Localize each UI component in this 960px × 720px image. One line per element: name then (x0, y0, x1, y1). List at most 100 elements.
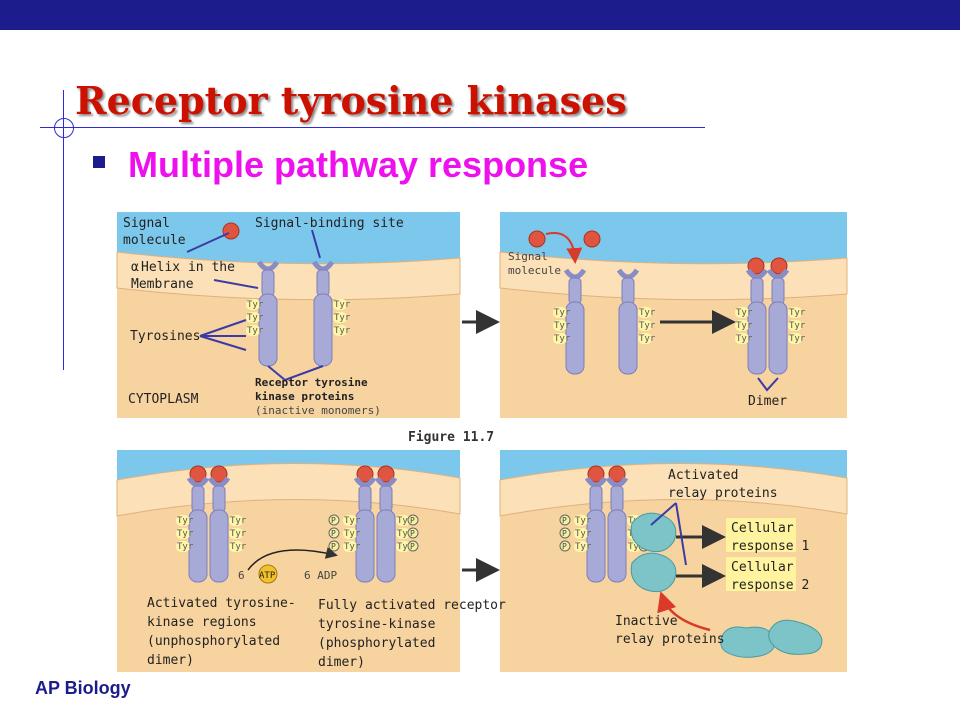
p2-receptor-left-tyr-bg (553, 320, 567, 331)
p3-fully-activated-label-1: Fully activated receptor (318, 598, 506, 613)
p3-atp-label: ATP (259, 571, 276, 581)
p1-helix-pointer (213, 279, 259, 289)
p3-right-tyr-label: Tyr (230, 516, 247, 526)
p2-receptor-right-tyr-label: Tyr (639, 308, 656, 318)
p3-right-tyr-bg (229, 541, 243, 552)
p3b-right-tyr-label: Tyr (397, 529, 414, 539)
p1-receptor-left-tyr-label: Tyr (247, 300, 264, 310)
p1-receptor-label-3: (inactive monomers) (255, 404, 381, 417)
p3-fully-activated-label-3: (phosphorylated (318, 636, 435, 651)
p4-activated-pointers (650, 502, 687, 566)
p3-activated-regions-label-3: (unphosphorylated (147, 634, 280, 649)
p3b-right-phosphate-label: P (410, 529, 415, 538)
p2-dimer-left-tyr-bg (735, 333, 749, 344)
slide-title: Receptor tyrosine kinases (75, 78, 627, 123)
p3b-right-binding-site (374, 476, 398, 488)
p2-signal-molecule-label-2: molecule (508, 264, 561, 277)
top-bar (0, 0, 960, 30)
p2-dimer-right-tyr-bg (788, 320, 802, 331)
atp-circle (258, 564, 278, 584)
p1-receptor-left-helix (261, 269, 275, 297)
p4-response1-label-2: response 1 (731, 539, 809, 554)
p3-left-tyr-bg (176, 515, 190, 526)
p1-signal-binding-site-label: Signal-binding site (255, 216, 404, 231)
p1-receptor-left-binding-site (256, 260, 280, 272)
p3-activated-regions-label-2: kinase regions (147, 615, 257, 630)
p3b-left-phosphate-label: P (331, 529, 336, 538)
p4-response1-label-1: Cellular (731, 521, 794, 536)
p1-receptor-right-tyr-bg (333, 299, 347, 310)
p1-receptor-right-tyr-bg (333, 325, 347, 336)
p2-dimer-right-helix (771, 277, 785, 305)
p2-receptor-right-tyr-label: Tyr (639, 334, 656, 344)
p4-signal-1 (587, 465, 605, 483)
decor-horizontal-line (40, 127, 705, 128)
p3-left-binding-site (186, 476, 210, 488)
p4-inactive-relay-1 (720, 626, 776, 658)
p3b-right-phosphate-label: P (410, 516, 415, 525)
p4-left-phosphate (559, 514, 571, 526)
p1-binding-pointer (311, 229, 321, 259)
p1-alpha-symbol: α (131, 260, 139, 275)
p3b-right-phosphate-label: P (410, 542, 415, 551)
response-2-box (726, 557, 796, 591)
p3b-left-phosphate-label: P (331, 516, 336, 525)
receptor-drawings: TyrTyrTyrTyrTyrTyrTyrTyrTyrTyrTyrTyrTyrT… (176, 222, 823, 658)
p3-right-body (209, 509, 229, 583)
p4-activation-arrow (657, 591, 711, 632)
p3b-signal-1 (356, 465, 374, 483)
p3-right-tyr-bg (229, 528, 243, 539)
p1-receptor-right-binding-site (311, 260, 335, 272)
p3b-right-phosphate (407, 527, 419, 539)
p3b-right-tyr-bg (396, 515, 410, 526)
p3-left-tyr-bg (176, 541, 190, 552)
p2-dimer-left-tyr-label: Tyr (736, 321, 753, 331)
p4-left-phosphate (559, 527, 571, 539)
p3b-left-tyr-label: Tyr (344, 542, 361, 552)
p2-dimer-label: Dimer (748, 394, 787, 409)
p3b-left-tyr-bg (343, 528, 357, 539)
footer-label: AP Biology (35, 678, 131, 698)
p3-left-tyr-label: Tyr (177, 542, 194, 552)
p3-left-helix (191, 485, 205, 513)
p1-signal-molecule-label-1: Signal (123, 216, 170, 231)
p4-left-helix (589, 485, 603, 513)
p1-receptor-right-tyr-label: Tyr (334, 326, 351, 336)
p1-receptor-left-tyr-bg (246, 312, 260, 323)
p1-receptor-left-tyr-bg (246, 325, 260, 336)
p2-receptor-left-helix (568, 277, 582, 305)
panel-4 (499, 450, 848, 672)
p4-left-binding-site (584, 476, 608, 488)
p3-left-tyr-bg (176, 528, 190, 539)
p3b-right-helix (379, 485, 393, 513)
p4-activated-relay-label-1: Activated (668, 468, 738, 483)
response-1-box (726, 518, 796, 552)
p3b-right-tyr-label: Tyr (397, 542, 414, 552)
p4-left-phosphate-label: P (562, 516, 567, 525)
p2-signal-molecule-1 (528, 230, 546, 248)
p3-activated-regions-label-1: Activated tyrosine- (147, 596, 296, 611)
p4-activated-relay-2 (630, 552, 677, 593)
p3-right-tyr-label: Tyr (230, 542, 247, 552)
p1-signal-molecule-label-2: molecule (123, 233, 186, 248)
p4-signal-2 (608, 465, 626, 483)
p2-dimer-right-tyr-label: Tyr (789, 308, 806, 318)
p3-left-tyr-label: Tyr (177, 529, 194, 539)
p4-response2-label-1: Cellular (731, 560, 794, 575)
p4-right-tyr-label: Tyr (628, 542, 645, 552)
p4-activated-relay-label-2: relay proteins (668, 486, 778, 501)
p1-tyrosines-label: Tyrosines (130, 329, 200, 344)
p1-receptor-right-tyr-label: Tyr (334, 313, 351, 323)
p3b-left-binding-site (353, 476, 377, 488)
p2-receptor-left-tyr-label: Tyr (554, 334, 571, 344)
panel-1 (116, 212, 461, 418)
p4-left-tyr-label: Tyr (575, 542, 592, 552)
atp-arrow (247, 547, 338, 571)
p3b-signal-2 (377, 465, 395, 483)
p3-fully-activated-label-4: dimer) (318, 655, 365, 670)
p4-left-tyr-label: Tyr (575, 529, 592, 539)
p2-binding-arrow (545, 232, 583, 264)
p3b-right-tyr-label: Tyr (397, 516, 414, 526)
p4-right-binding-site (605, 476, 629, 488)
